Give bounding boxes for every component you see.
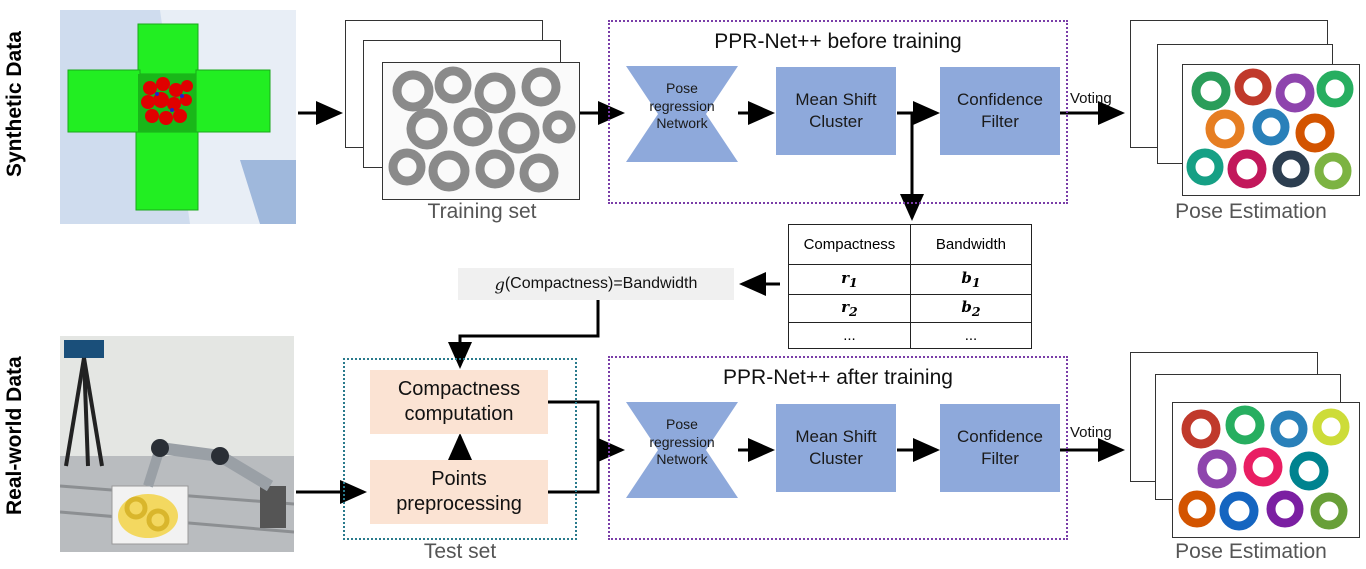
table-cell-bandwidth: ...: [909, 322, 1033, 349]
table-row: r1 b1: [788, 264, 1033, 295]
gray-torus-cloud: [388, 66, 576, 193]
pose-net-hourglass-top: [626, 66, 738, 162]
table-row: r2 b2: [788, 294, 1033, 323]
stage-before-title: PPR-Net++ before training: [714, 30, 962, 53]
pose-net-hourglass-bottom: [626, 402, 738, 498]
compactness-bandwidth-table: Compactness Bandwidth r1 b1 r2 b2 ... ..…: [788, 224, 1033, 349]
caption-training-set: Training set: [427, 200, 537, 223]
table-cell-compactness: r1: [788, 264, 911, 295]
pose-net-label-bottom: Pose regression Network: [649, 416, 715, 467]
table-cell-compactness: r2: [788, 294, 911, 323]
points-preprocessing-box: Points preprocessing: [370, 460, 548, 524]
stage-before-training: [608, 20, 1068, 204]
pose-cloud-bottom-3: [1172, 402, 1360, 538]
stage-after-training: [608, 356, 1068, 540]
caption-pose-bottom: Pose Estimation: [1175, 540, 1327, 563]
compactness-computation-box: Compactness computation: [370, 370, 548, 434]
mean-shift-box-bottom: Mean Shift Cluster: [776, 404, 896, 492]
caption-test-set: Test set: [423, 540, 497, 563]
mean-shift-box-top: Mean Shift Cluster: [776, 67, 896, 155]
robot-arm-illustration: [60, 336, 294, 552]
arrow-function-to-compactness: [448, 298, 600, 369]
training-cloud-3: [382, 62, 580, 200]
bandwidth-function-box: g(Compactness)=Bandwidth: [458, 268, 734, 300]
stage-after-title: PPR-Net++ after training: [723, 366, 953, 389]
caption-pose-top: Pose Estimation: [1175, 200, 1327, 223]
row-label-synthetic: Synthetic Data: [3, 31, 26, 177]
red-objects-pile: [141, 77, 193, 125]
pose-net-label-top: Pose regression Network: [649, 80, 715, 131]
synthetic-bin-illustration: [60, 10, 296, 224]
voting-label-top: Voting: [1070, 90, 1112, 107]
voting-label-bottom: Voting: [1070, 424, 1112, 441]
confidence-filter-box-top: Confidence Filter: [940, 67, 1060, 155]
function-label: (Compactness)=Bandwidth: [504, 275, 698, 292]
function-symbol: g: [494, 274, 505, 294]
line-compactness-out: [548, 400, 600, 450]
confidence-filter-box-bottom: Confidence Filter: [940, 404, 1060, 492]
synthetic-scene-image: [60, 10, 296, 224]
table-header-bandwidth: Bandwidth: [909, 224, 1033, 265]
line-preprocess-out: [548, 450, 600, 494]
table-header-compactness: Compactness: [788, 224, 911, 265]
pose-cloud-top-3: [1182, 64, 1360, 196]
table-cell-bandwidth: b2: [909, 294, 1033, 323]
table-cell-compactness: ...: [788, 322, 911, 349]
realworld-scene-image: [60, 336, 294, 552]
colored-torus-cloud-bottom: [1178, 405, 1350, 531]
row-label-realworld: Real-world Data: [3, 356, 26, 515]
table-row: ... ...: [788, 322, 1033, 349]
table-header-row: Compactness Bandwidth: [788, 224, 1033, 265]
table-cell-bandwidth: b1: [909, 264, 1033, 295]
colored-torus-cloud-top: [1186, 68, 1354, 190]
test-set-container: [343, 358, 577, 540]
